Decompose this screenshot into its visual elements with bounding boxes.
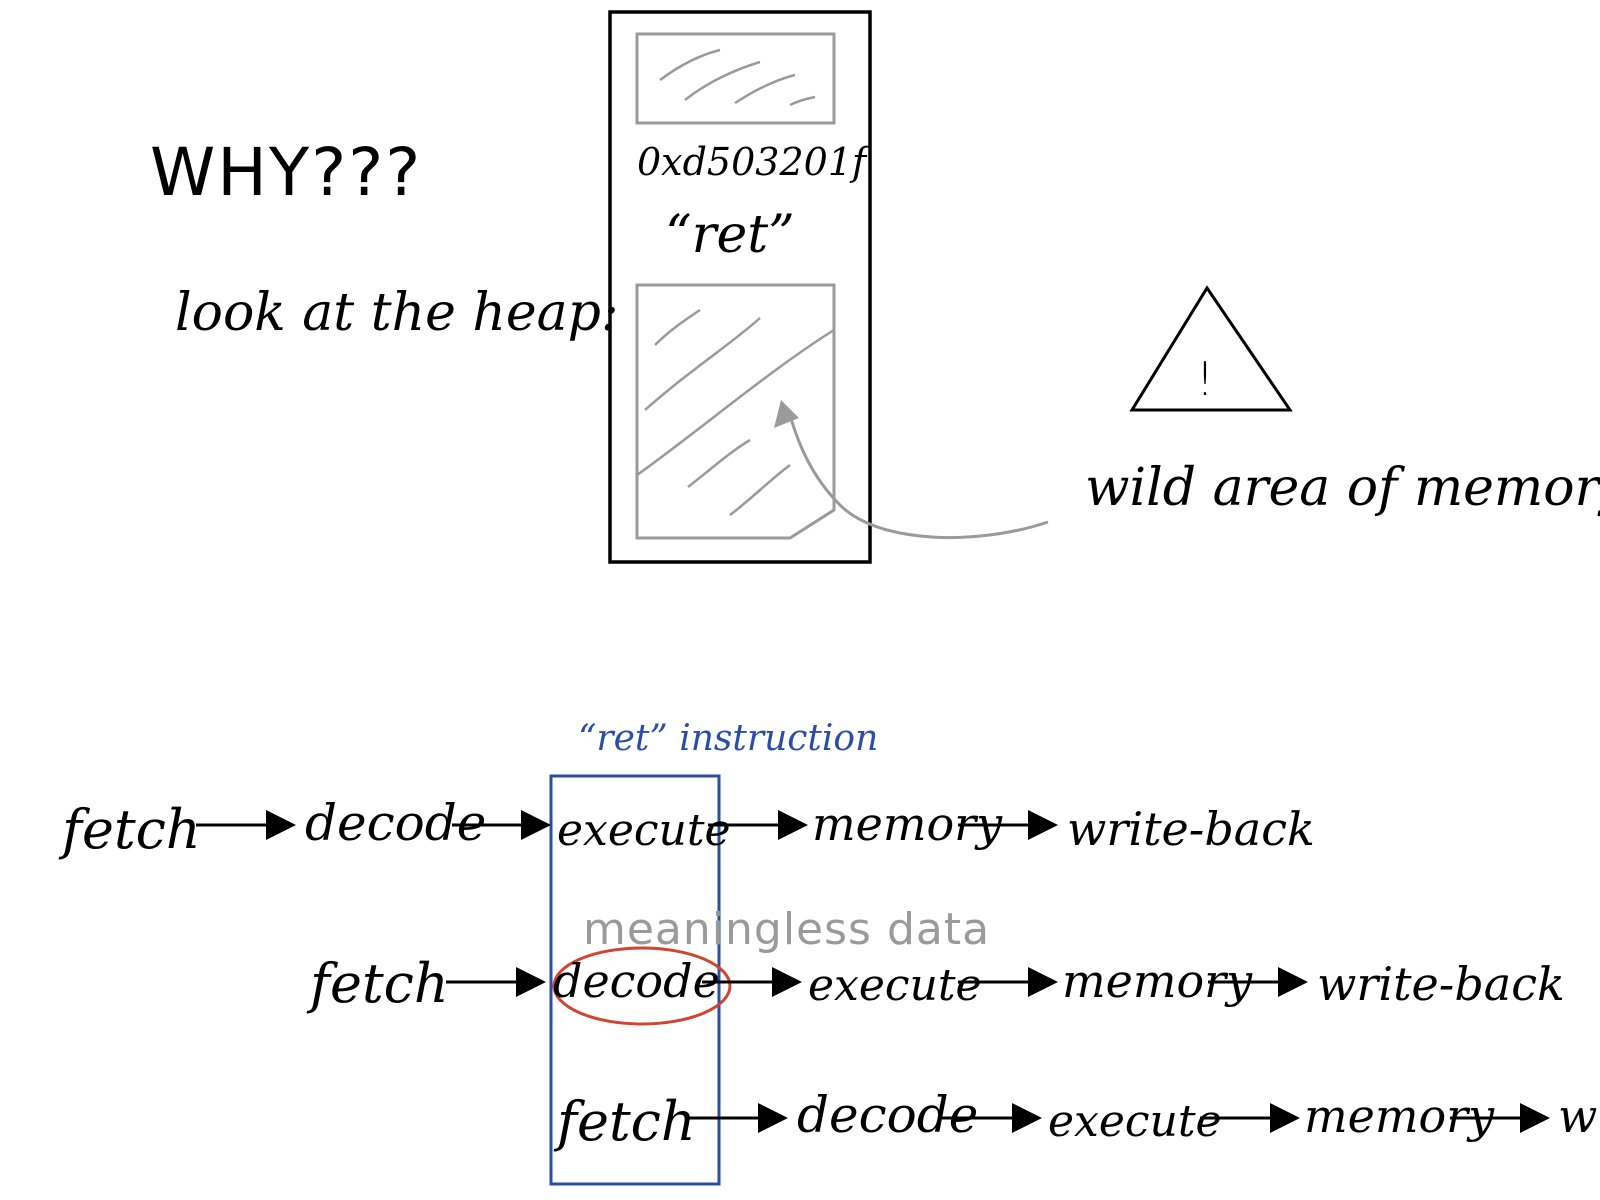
- top-memory-cell: [635, 32, 836, 125]
- row1-decode: decode: [305, 794, 486, 852]
- svg-text:!: !: [1196, 352, 1214, 406]
- row2-fetch: fetch: [306, 952, 449, 1015]
- row2-write-back: write-back: [1317, 957, 1565, 1011]
- memory-block: [608, 10, 872, 564]
- wild-area-label: wild area of memory: [1085, 458, 1600, 518]
- row3-decode: decode: [797, 1086, 978, 1144]
- row3-w: w: [1558, 1089, 1597, 1143]
- row2-decode: decode: [553, 954, 720, 1008]
- why-heading: WHY???: [150, 134, 422, 211]
- row1-execute: execute: [557, 805, 731, 856]
- look-at-heap-label: look at the heap:: [175, 283, 618, 343]
- ret-instruction-box: [549, 774, 721, 1186]
- warning-icon: !: [1129, 285, 1293, 412]
- ret-instruction-label: “ret” instruction: [578, 718, 878, 759]
- meaningless-data-label: meaningless data: [583, 904, 990, 955]
- pipeline-row-1: fetch decode execute memory write-back: [58, 794, 1315, 861]
- pipeline-row-3: fetch decode execute memory w: [553, 1086, 1597, 1153]
- pipeline-row-2: fetch decode execute memory write-back: [306, 952, 1565, 1015]
- ret-label: “ret”: [665, 205, 795, 265]
- row3-memory: memory: [1304, 1089, 1495, 1143]
- row3-execute: execute: [1048, 1096, 1222, 1147]
- decode-highlight: [552, 946, 732, 1026]
- row3-fetch: fetch: [553, 1090, 696, 1153]
- address-label: 0xd503201f: [637, 140, 872, 184]
- wild-area-pointer: [774, 400, 1049, 540]
- row1-fetch: fetch: [58, 798, 201, 861]
- wild-memory-cell: [635, 283, 836, 540]
- row1-write-back: write-back: [1067, 802, 1315, 856]
- row2-execute: execute: [808, 960, 982, 1011]
